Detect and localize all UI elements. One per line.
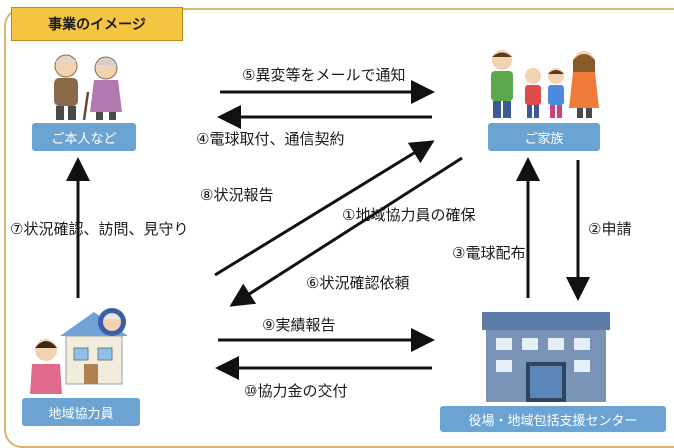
edge-label-e5: ⑤異変等をメールで通知 [242,66,406,84]
edge-label-e6: ⑥状況確認依頼 [306,274,410,292]
elderly-couple-icon [54,54,122,121]
edge-label-e8: ⑧状況報告 [200,186,274,204]
edge-label-e9: ⑨実績報告 [262,316,336,334]
office-building-icon [482,312,610,402]
edge-label-e3: ③電球配布 [452,244,526,262]
node-person: ご本人など [32,123,136,151]
house-cooperator-icon [30,308,128,394]
arrow-layer [66,80,590,380]
node-office: 役場・地域包括支援センター [440,406,666,432]
diagram-title: 事業のイメージ [11,7,183,41]
edge-label-e7: ⑦状況確認、訪問、見守り [10,220,189,238]
family-icon [491,50,599,118]
node-family: ご家族 [488,123,600,151]
edge-label-e2: ②申請 [588,220,632,238]
arrow-e8 [214,140,435,277]
edge-label-e1: ①地域協力員の確保 [342,206,476,224]
edge-label-e10: ⑩協力金の交付 [244,382,348,400]
arrow-e1 [229,156,463,307]
edge-label-e4: ④電球取付、通信契約 [196,130,345,148]
node-cooperator: 地域協力員 [22,398,140,426]
